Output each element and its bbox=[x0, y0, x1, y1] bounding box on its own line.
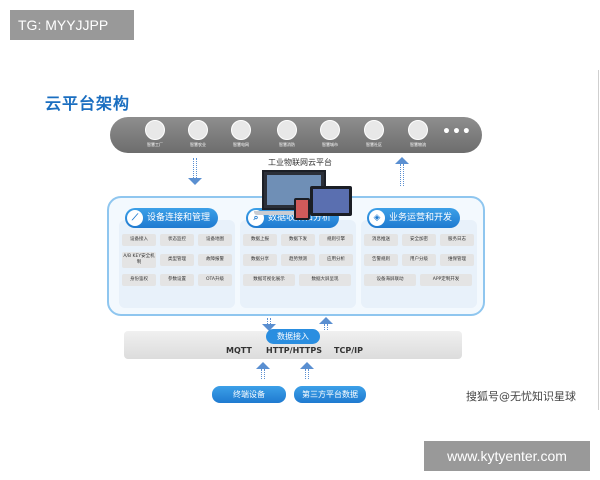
panel-device-management: ⟋ 设备连接和管理 设备接入 状态监控 设备地图 A/B KEY安全机制 类型管… bbox=[119, 208, 235, 308]
watermark-text: 搜狐号@无忧知识星球 bbox=[466, 390, 576, 403]
up-arrow-shaft bbox=[400, 164, 404, 186]
up-arrow-icon bbox=[395, 157, 409, 164]
capability-cell: 应用分析 bbox=[319, 254, 353, 266]
capability-cell: A/B KEY安全机制 bbox=[122, 252, 156, 268]
scene-item: 智慧电网 bbox=[224, 120, 258, 148]
down-arrow-icon bbox=[188, 178, 202, 185]
tg-tag: TG: MYYJJPP bbox=[10, 10, 134, 40]
shield-icon: ◈ bbox=[369, 210, 385, 226]
protocol-label: TCP/IP bbox=[334, 346, 363, 355]
capability-cell: 趋势预测 bbox=[281, 254, 315, 266]
capability-cell: 告警规则 bbox=[364, 254, 398, 266]
tablet-image bbox=[310, 186, 352, 216]
panel-title: 设备连接和管理 bbox=[147, 213, 211, 223]
capability-cell: 服务日志 bbox=[440, 234, 474, 246]
third-party-data-pill: 第三方平台数据 bbox=[294, 386, 366, 403]
panel-data-analysis: ⌕ 数据收集和分析 数据上报 数据下发 规则引擎 数据分享 趋势预测 应用分析 … bbox=[240, 208, 356, 308]
scene-label: 智慧工厂 bbox=[147, 142, 163, 147]
scene-item: 智慧物流 bbox=[401, 120, 435, 148]
scenario-bar: 智慧工厂 智慧农业 智慧电网 智慧消防 智慧城市 智慧社区 智慧物流 ••• bbox=[110, 117, 482, 153]
scene-item: 智慧社区 bbox=[357, 120, 391, 148]
down-arrow-shaft bbox=[267, 318, 271, 324]
capability-cell: 数据下发 bbox=[281, 234, 315, 246]
scene-item: 智慧工厂 bbox=[138, 120, 172, 148]
scene-label: 智慧消防 bbox=[279, 142, 295, 147]
up-arrow-shaft bbox=[324, 324, 328, 330]
capability-cell: 设备海屏联动 bbox=[364, 274, 416, 286]
up-arrow-shaft bbox=[305, 369, 309, 379]
scene-item: 智慧农业 bbox=[181, 120, 215, 148]
down-arrow-shaft bbox=[193, 158, 197, 178]
capability-cell: 故障报警 bbox=[198, 254, 232, 266]
capability-cell: 数据分享 bbox=[243, 254, 277, 266]
truck-icon bbox=[408, 120, 428, 140]
capability-cell: 设备地图 bbox=[198, 234, 232, 246]
scene-label: 智慧城市 bbox=[322, 142, 338, 147]
panel-header: ⟋ 设备连接和管理 bbox=[125, 208, 219, 228]
plant-icon bbox=[188, 120, 208, 140]
capability-cell: 身份鉴权 bbox=[122, 274, 156, 286]
scene-label: 智慧农业 bbox=[190, 142, 206, 147]
protocol-label: MQTT bbox=[226, 346, 252, 355]
capability-cell: 数据大屏呈现 bbox=[299, 274, 351, 286]
city-icon bbox=[320, 120, 340, 140]
capability-cell: 参数设置 bbox=[160, 274, 194, 286]
capability-cell: 安全加密 bbox=[402, 234, 436, 246]
capability-cell: 规则引擎 bbox=[319, 234, 353, 246]
capability-cell: APP定制开发 bbox=[420, 274, 472, 286]
phone-image bbox=[294, 198, 310, 220]
scene-label: 智慧社区 bbox=[366, 142, 382, 147]
capability-cell: 维保管理 bbox=[440, 254, 474, 266]
down-arrow-icon bbox=[262, 324, 276, 331]
divider-line bbox=[598, 70, 599, 410]
factory-icon bbox=[145, 120, 165, 140]
platform-label: 工业物联网云平台 bbox=[268, 158, 332, 167]
capability-cell: 用户分级 bbox=[402, 254, 436, 266]
scene-item: 智慧消防 bbox=[270, 120, 304, 148]
capability-cell: 数据上报 bbox=[243, 234, 277, 246]
terminal-device-pill: 终端设备 bbox=[212, 386, 286, 403]
up-arrow-icon bbox=[300, 362, 314, 369]
diagram-title: 云平台架构 bbox=[45, 94, 131, 113]
scene-label: 智慧物流 bbox=[410, 142, 426, 147]
more-dots: ••• bbox=[442, 124, 472, 140]
up-arrow-icon bbox=[256, 362, 270, 369]
data-access-label: 数据接入 bbox=[266, 329, 320, 344]
up-arrow-shaft bbox=[261, 369, 265, 379]
panel-header: ◈ 业务运营和开发 bbox=[367, 208, 461, 228]
panel-business-operation: ◈ 业务运营和开发 消息推送 安全加密 服务日志 告警规则 用户分级 维保管理 … bbox=[361, 208, 477, 308]
capability-cell: 消息推送 bbox=[364, 234, 398, 246]
scene-item: 智慧城市 bbox=[313, 120, 347, 148]
up-arrow-icon bbox=[319, 317, 333, 324]
capability-cell: 状态监控 bbox=[160, 234, 194, 246]
power-tower-icon bbox=[231, 120, 251, 140]
capability-cell: 类型管理 bbox=[160, 254, 194, 266]
capability-cell: 设备接入 bbox=[122, 234, 156, 246]
panel-title: 业务运营和开发 bbox=[389, 213, 453, 223]
data-access-bar: 数据接入 MQTT HTTP/HTTPS TCP/IP bbox=[124, 329, 462, 359]
site-tag: www.kytyenter.com bbox=[424, 441, 590, 471]
fire-extinguisher-icon bbox=[277, 120, 297, 140]
building-icon bbox=[364, 120, 384, 140]
connect-icon: ⟋ bbox=[127, 210, 143, 226]
capability-cell: 数据可视化展示 bbox=[243, 274, 295, 286]
protocol-label: HTTP/HTTPS bbox=[266, 346, 322, 355]
scene-label: 智慧电网 bbox=[233, 142, 249, 147]
capability-cell: OTA升级 bbox=[198, 274, 232, 286]
